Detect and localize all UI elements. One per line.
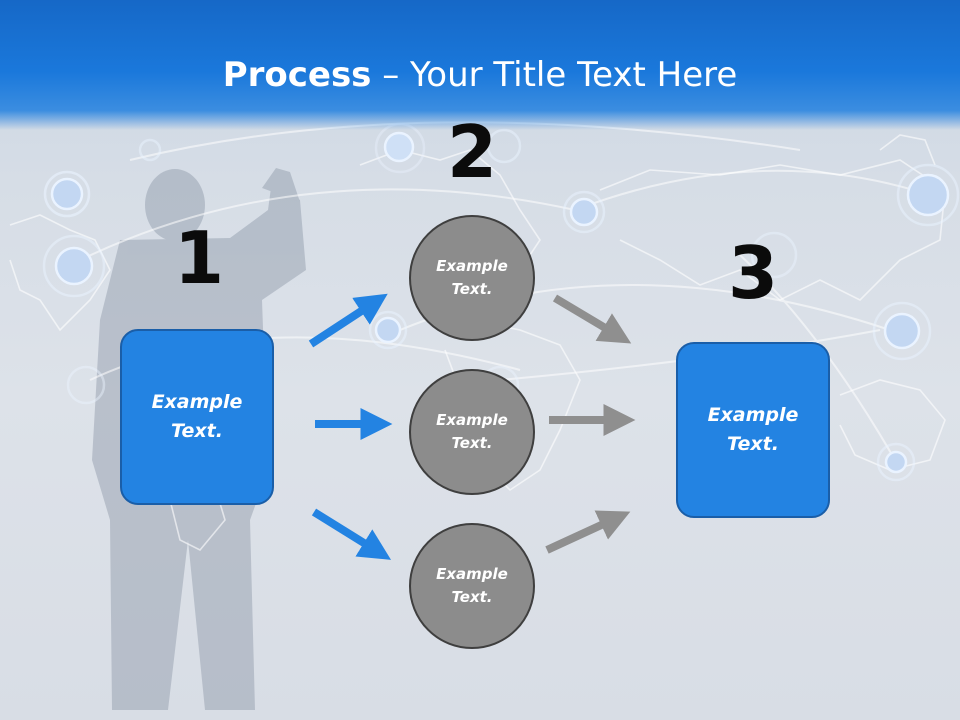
step-number-1: 1 [173, 216, 225, 300]
step-number-3: 3 [727, 231, 779, 315]
circle-bottom: Example Text. [409, 523, 535, 649]
step-number-2: 2 [446, 110, 498, 194]
circle-middle-label-line1: Example [436, 411, 508, 429]
step-1-label-line2: Text. [171, 420, 223, 442]
network-nodes [42, 122, 960, 482]
slide-title: Process – Your Title Text Here [0, 52, 960, 98]
title-bold: Process [222, 55, 372, 95]
step-3-box: Example Text. [676, 342, 830, 518]
circle-middle: Example Text. [409, 369, 535, 495]
circle-top-label-line1: Example [436, 257, 508, 275]
title-rest: – Your Title Text Here [371, 55, 738, 95]
header-band [0, 0, 960, 130]
step-1-box: Example Text. [120, 329, 274, 505]
circle-bottom-label-line1: Example [436, 565, 508, 583]
step-3-label-line1: Example [707, 404, 799, 426]
circle-bottom-label-line2: Text. [451, 588, 493, 606]
step-1-label-line1: Example [151, 391, 243, 413]
circle-top: Example Text. [409, 215, 535, 341]
circle-top-label-line2: Text. [451, 280, 493, 298]
step-3-label-line2: Text. [727, 433, 779, 455]
circle-middle-label-line2: Text. [451, 434, 493, 452]
